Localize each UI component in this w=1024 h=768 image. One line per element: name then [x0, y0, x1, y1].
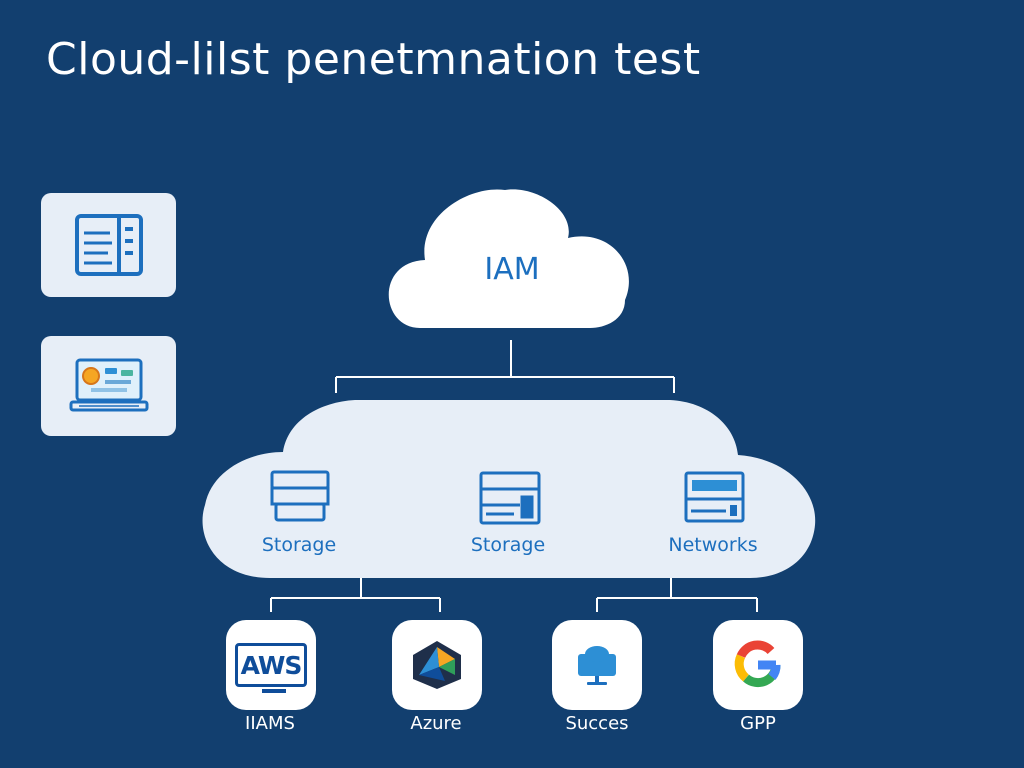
- aws-icon-text: AWS: [240, 650, 303, 680]
- iam-cloud: [388, 189, 629, 328]
- service-label-storage-2: Storage: [470, 534, 546, 556]
- network-device-icon: [684, 471, 745, 523]
- succes-tile: [552, 620, 642, 710]
- storage-rack-icon: [479, 471, 541, 525]
- server-panel-icon: [74, 214, 143, 276]
- provider-label-succes: Succes: [565, 713, 629, 734]
- iam-label: IAM: [484, 252, 540, 287]
- laptop-dashboard-icon: [69, 358, 148, 412]
- laptop-dashboard-card: [41, 336, 176, 436]
- aws-tile: AWS: [226, 620, 316, 710]
- server-panel-card: [41, 193, 176, 297]
- provider-label-iiams: IIAMS: [245, 713, 295, 734]
- provider-label-azure: Azure: [410, 713, 462, 734]
- cloud-monitor-icon: [578, 646, 616, 685]
- iam-connector: [335, 340, 675, 393]
- google-tile: [713, 620, 803, 710]
- provider-label-gpp: GPP: [740, 713, 776, 734]
- service-label-storage-1: Storage: [261, 534, 337, 556]
- azure-tile: [392, 620, 482, 710]
- aws-icon: AWS: [235, 643, 307, 693]
- google-g-icon: [734, 640, 781, 688]
- provider-connectors: [270, 578, 758, 612]
- page-title: Cloud-lilst penetmnation test: [46, 34, 701, 85]
- storage-box-icon: [270, 470, 330, 522]
- azure-icon: [413, 641, 461, 689]
- service-label-networks: Networks: [668, 534, 758, 556]
